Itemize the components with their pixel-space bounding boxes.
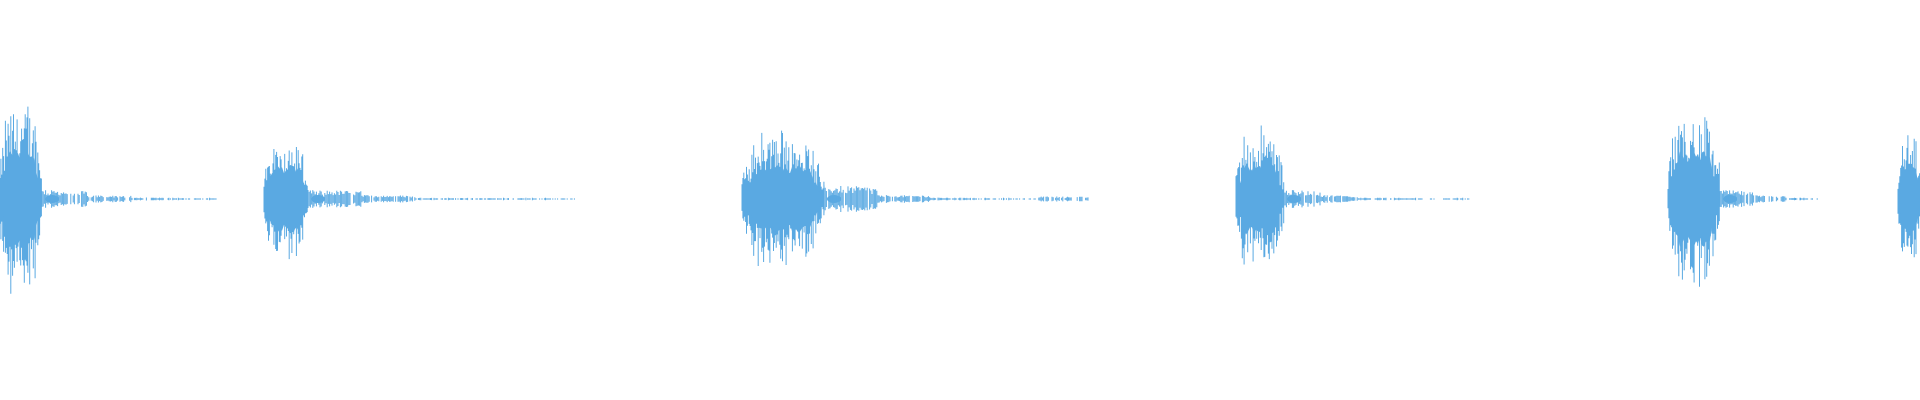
waveform-burst-core [1236,162,1284,236]
waveform-burst-core [0,151,42,247]
waveform-burst-core [1898,163,1920,235]
waveform-tail [823,185,1089,213]
waveform-burst-6 [1897,135,1920,258]
waveform-burst-3 [741,130,1089,266]
waveform-tail [307,190,575,208]
waveform-burst-1 [0,106,217,294]
waveform-burst-core [264,164,308,234]
waveform-tail [1283,190,1470,208]
waveform-tail [41,190,217,208]
waveform-burst-4 [1235,125,1470,265]
waveform-burst-2 [263,147,575,260]
waveform-tail [1719,190,1818,208]
waveform-burst-5 [1667,117,1818,287]
waveform-burst-core [1668,151,1720,247]
waveform-burst-core [742,165,824,233]
